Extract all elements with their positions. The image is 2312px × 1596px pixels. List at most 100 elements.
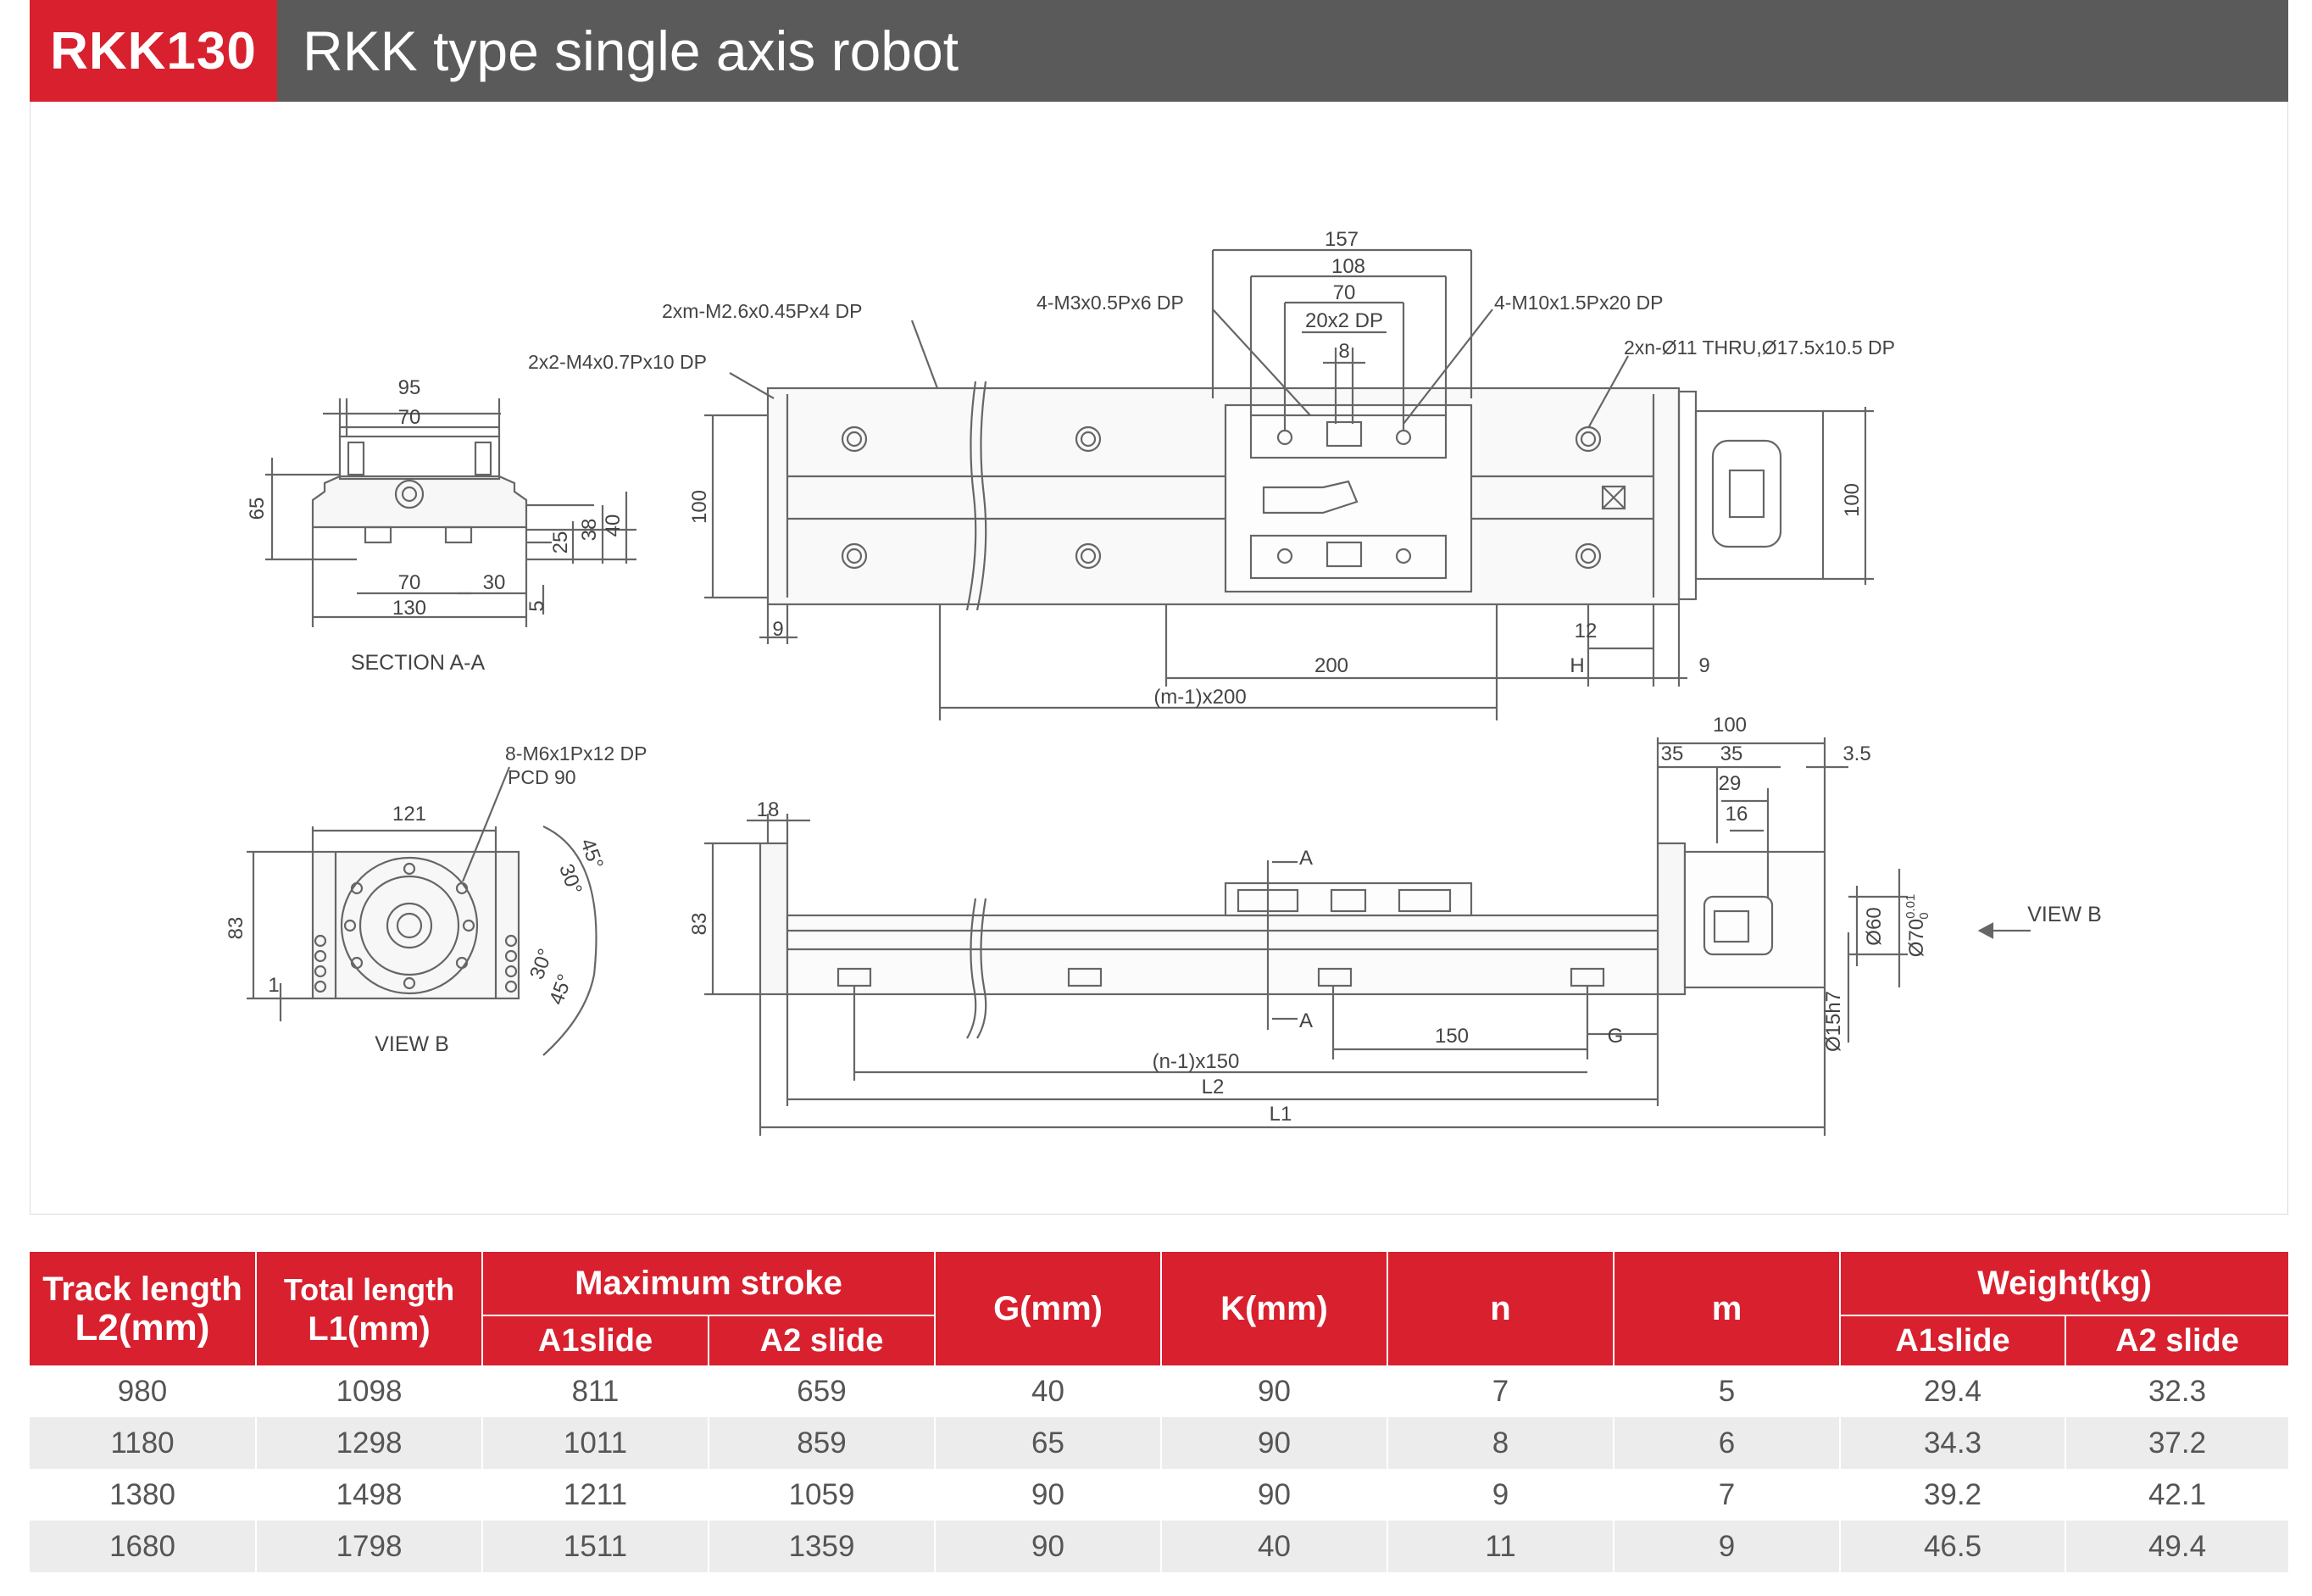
cell-stroke-a1: 1011 [482,1417,709,1469]
header-weight: Weight(kg) [1840,1252,2289,1315]
cell-weight-a2: 32.3 [2148,1374,2207,1408]
model-badge: RKK130 [30,0,277,102]
dim-label: (m-1)x200 [1153,686,1246,709]
dim-label: 20x2 DP [1305,309,1383,332]
page-title: RKK type single axis robot [303,19,959,82]
top-view [704,248,1874,720]
angle-label: 45° [545,971,577,1008]
cell-weight-a2: 49.4 [2065,1521,2289,1572]
header-k: K(mm) [1161,1252,1389,1365]
cell-l2: 980 [30,1365,257,1417]
cell-g: 90 [935,1469,1163,1521]
cell-weight-a1: 34.3 [1840,1417,2067,1469]
header-stroke-a2: A2 slide [709,1315,936,1365]
cell-l2: 1180 [30,1417,257,1469]
cell-stroke-a1: 1511 [482,1521,709,1572]
dim-label: 100 [688,490,711,524]
section-mark: A [1299,847,1313,870]
section-mark: A [1299,1009,1313,1032]
cell-weight-a1: 39.2 [1840,1469,2067,1521]
dim-label: 83 [688,913,711,936]
dim-label: 70 [398,571,421,594]
dim-label: 100 [1841,483,1864,517]
cell-n: 9 [1387,1469,1615,1521]
dim-label: 16 [1726,803,1748,826]
cell-l1: 1298 [256,1417,483,1469]
section-aa-view [265,398,636,627]
cell-g: 65 [935,1417,1163,1469]
cell-stroke-a2: 1359 [709,1521,936,1572]
cell-g: 40 [935,1365,1163,1417]
phi70-tol-lower: 0 [1917,912,1931,919]
header-weight-a1: A1slide [1840,1315,2067,1365]
cell-m: 6 [1614,1417,1842,1469]
view-b [247,766,597,1056]
dim-label: 12 [1575,620,1598,642]
dim-label: 83 [225,917,247,940]
dim-label: (n-1)x150 [1153,1050,1240,1073]
cell-l1: 1798 [256,1521,483,1572]
dim-label: 70 [398,406,421,429]
table-row: 980 1098 811 659 40 90 7 5 29.4 32.3 [30,1365,2288,1417]
view-b-caption: VIEW B [375,1032,449,1056]
dim-label: G [1608,1025,1624,1048]
dim-label: 157 [1325,228,1359,251]
angle-label: 45° [575,836,608,872]
dim-label: 65 [246,498,269,520]
phi70-text: Ø70 [1905,919,1928,957]
cell-stroke-a2: 1059 [709,1469,936,1521]
callout-label: 8-M6x1Px12 DP [505,742,647,765]
header-total-length-unit: L1(mm) [308,1310,431,1348]
cell-stroke-a2: 859 [709,1417,936,1469]
dim-label: 1 [268,974,279,997]
dim-label: 108 [1331,255,1365,278]
table-row: 1680 1798 1511 1359 90 40 11 9 46.5 49.4 [30,1521,2289,1572]
phi70-tol-upper: 0.01 [1904,894,1918,919]
header-m: m [1614,1252,1842,1365]
cell-n: 8 [1387,1417,1615,1469]
cell-k: 90 [1161,1365,1389,1417]
dim-label: 18 [757,798,780,821]
dim-label: 29 [1719,772,1742,795]
section-aa-caption: SECTION A-A [351,651,486,675]
cell-l2: 1680 [30,1521,257,1572]
header-n: n [1387,1252,1615,1365]
cell-m: 9 [1614,1521,1842,1572]
page-header: RKK130 RKK type single axis robot [30,0,2288,102]
cell-stroke-a2: 659 [709,1365,936,1417]
angle-label: 30° [554,861,586,898]
header-max-stroke: Maximum stroke [482,1252,936,1315]
dim-label: 150 [1435,1025,1469,1048]
view-b-arrow-label: VIEW B [2027,903,2102,926]
dim-label: 200 [1314,654,1348,677]
dim-label: L1 [1270,1103,1292,1126]
cell-weight-a1: 29.4 [1840,1365,2067,1417]
dim-label: 35 [1661,742,1684,765]
header-weight-a2: A2 slide [2065,1315,2289,1365]
drawing-canvas: 95 70 65 25 38 40 70 30 130 5 SECTION A-… [225,228,2102,1136]
technical-drawing: 95 70 65 25 38 40 70 30 130 5 SECTION A-… [30,102,2288,1215]
table-row: 1180 1298 1011 859 65 90 8 6 34.3 37.2 [30,1417,2289,1469]
dim-label: 3.5 [1842,742,1870,765]
dim-label: 5 [525,600,548,611]
cell-m: 7 [1614,1469,1842,1521]
callout-label: 4-M3x0.5Px6 DP [1037,292,1184,314]
dim-label: 40 [602,514,625,537]
cell-m: 5 [1614,1365,1842,1417]
dim-label: 35 [1720,742,1743,765]
dim-label: 9 [772,618,783,641]
dim-label: Ø15h7 [1822,991,1845,1052]
cell-l2: 1380 [30,1469,257,1521]
dim-label: Ø60 [1863,907,1886,945]
dim-label: 130 [392,597,426,620]
dim-label: L2 [1202,1076,1225,1098]
side-view [704,737,2031,1136]
dim-label: 38 [578,519,601,542]
dim-label: 121 [392,803,426,826]
dim-label: 30 [483,571,506,594]
phi70-label: Ø700.010 [1904,894,1931,958]
cell-l1: 1098 [256,1365,483,1417]
header-track-length-unit: L2(mm) [75,1306,210,1349]
